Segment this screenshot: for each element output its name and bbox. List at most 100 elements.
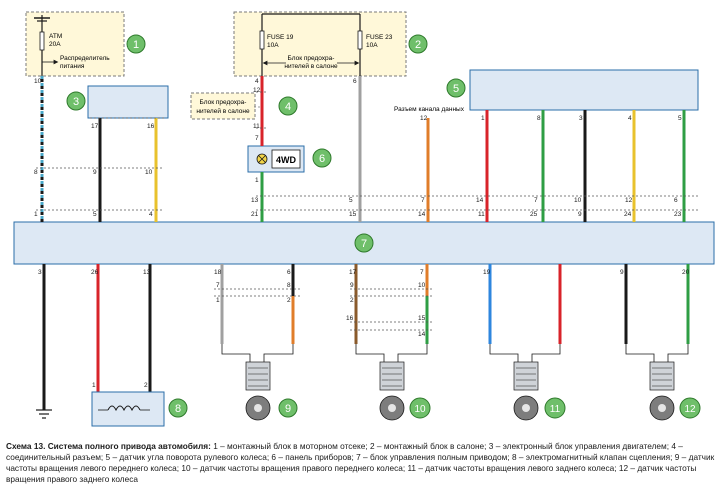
sensor-leads [221, 344, 689, 362]
pin: 1 [216, 297, 220, 304]
indicator-4wd-label: 4WD [276, 155, 297, 165]
data-connector-label: Разъем канала данных [394, 106, 465, 113]
pin: 3 [38, 269, 42, 276]
pin: 11 [478, 211, 485, 218]
lower-connector-guides [214, 288, 434, 331]
fuse-block-label-1: Блок предохра- [200, 99, 247, 106]
pin: 12 [625, 197, 633, 204]
pin: 11 [253, 123, 260, 130]
pin: 2 [287, 297, 291, 304]
callout-12: 12 [684, 404, 696, 415]
fuse-atm-name: ATM [49, 33, 62, 40]
pin: 7 [255, 135, 259, 142]
pin: 6 [674, 197, 678, 204]
connector-guides [36, 91, 700, 211]
callout-9: 9 [285, 403, 291, 415]
pin: 10 [145, 169, 153, 176]
pin: 7 [216, 282, 220, 289]
pin: 17 [91, 123, 99, 130]
pin: 17 [349, 269, 357, 276]
pin: 10 [418, 282, 426, 289]
callout-11: 11 [550, 404, 561, 415]
pin: 1 [34, 211, 38, 218]
pin-numbers: 10 8 1 17 9 5 16 10 4 4 12 7 11 1 13 21 … [34, 78, 690, 389]
pin: 12 [420, 115, 428, 122]
engine-ecu-box [87, 85, 169, 119]
callout-10: 10 [414, 404, 426, 415]
pin: 7 [421, 197, 425, 204]
fuse-block-connector-box [190, 92, 256, 120]
pin: 7 [420, 269, 424, 276]
interior-block-label-1: Блок предохра- [288, 55, 335, 62]
pin: 5 [349, 197, 353, 204]
fuse-23-name: FUSE 23 [366, 34, 393, 41]
fuse-19-icon [259, 30, 265, 50]
pin: 6 [353, 78, 357, 85]
fuse-block-label-2: нителей в салоне [196, 107, 250, 115]
coil-icon [107, 405, 141, 412]
pin: 10 [34, 78, 42, 85]
pin: 4 [149, 211, 153, 218]
pin: 7 [534, 197, 538, 204]
fuse-atm-rating: 20A [49, 41, 61, 48]
callout-4: 4 [285, 101, 291, 113]
pin: 9 [578, 211, 582, 218]
indicator-4wd-icon [271, 149, 301, 169]
callout-1: 1 [133, 39, 139, 51]
caption-title: Схема 13. Система полного привода автомо… [6, 441, 211, 451]
pin: 12 [253, 87, 261, 94]
pin: 9 [93, 169, 97, 176]
pin: 2 [350, 297, 354, 304]
pin: 16 [346, 315, 354, 322]
fuse-23-rating: 10A [366, 42, 378, 49]
pin: 26 [91, 269, 99, 276]
pin: 2 [144, 382, 148, 389]
pin: 5 [93, 211, 97, 218]
pin: 1 [92, 382, 96, 389]
figure-caption: Схема 13. Система полного привода автомо… [6, 441, 722, 485]
pin: 3 [579, 115, 583, 122]
pin: 19 [483, 269, 491, 276]
pin: 21 [251, 211, 259, 218]
pin: 23 [674, 211, 682, 218]
callout-6: 6 [319, 153, 325, 165]
pin: 14 [418, 211, 426, 218]
pin: 8 [34, 169, 38, 176]
pin: 24 [624, 211, 632, 218]
wheel-sensor-11 [513, 361, 539, 421]
fuse-atm-icon [39, 31, 45, 51]
ground-icon [36, 409, 52, 419]
diagram-canvas: ATM 20A Распределитель питания FUSE 19 1… [13, 11, 715, 427]
pin: 13 [251, 197, 259, 204]
pin: 1 [255, 177, 259, 184]
pin: 8 [287, 282, 291, 289]
fuse-19-rating: 10A [267, 42, 279, 49]
upper-wires [40, 76, 686, 222]
pin: 18 [214, 269, 222, 276]
fuse-23-icon [357, 30, 363, 50]
pin: 15 [349, 211, 357, 218]
pin: 14 [418, 331, 426, 338]
pin: 10 [574, 197, 582, 204]
pin: 6 [287, 269, 291, 276]
pin: 16 [147, 123, 155, 130]
pin: 1 [481, 115, 485, 122]
power-distribution-label-1: Распределитель [60, 55, 110, 62]
pin: 4 [628, 115, 632, 122]
caption-text: 1 – монтажный блок в моторном отсеке; 2 … [6, 441, 715, 484]
fuse-19-name: FUSE 19 [267, 34, 294, 41]
wheel-sensor-9 [245, 361, 271, 421]
wheel-sensor-10 [379, 361, 405, 421]
pin: 13 [143, 269, 151, 276]
steering-angle-sensor-box [469, 69, 699, 111]
pin: 9 [350, 282, 354, 289]
interior-block-label-2: нителей в салоне [284, 62, 338, 70]
pin: 8 [537, 115, 541, 122]
callout-5: 5 [453, 83, 459, 95]
clutch-solenoid-box [91, 391, 165, 427]
pin: 14 [476, 197, 484, 204]
callout-8: 8 [175, 403, 181, 415]
pin: 25 [530, 211, 538, 218]
callout-2: 2 [415, 39, 421, 51]
